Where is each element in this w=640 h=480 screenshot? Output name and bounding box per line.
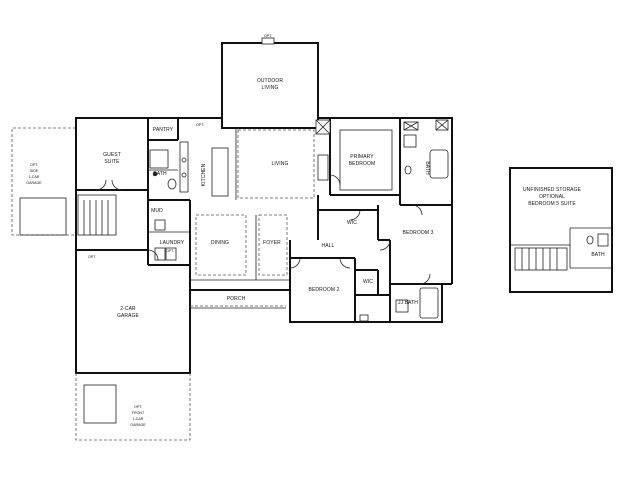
label-side-garage-2: SIDE: [30, 169, 39, 173]
side-garage-area: [11, 127, 76, 236]
room-labels: OPT. OUTDOOR LIVING PANTRY OPT. GUEST SU…: [26, 34, 605, 427]
interior-walls: [76, 118, 452, 322]
laundry-fixtures: [154, 219, 177, 261]
label-wic-bed2: WIC: [363, 279, 373, 285]
label-living: LIVING: [272, 161, 289, 167]
label-front-garage-1: OPT.: [134, 405, 142, 409]
label-bath-upper: BATH: [591, 252, 605, 258]
outdoor-living-area: [221, 37, 319, 118]
upper-floor-walls: [509, 167, 613, 293]
label-side-garage-3: 1-CAR: [29, 175, 40, 179]
label-laundry: LAUNDRY: [160, 240, 185, 246]
label-bedroom-3: BEDROOM 3: [403, 230, 434, 236]
label-guest-suite-2: SUITE: [104, 159, 120, 165]
label-front-garage-3: 1-CAR: [133, 417, 144, 421]
label-primary-bedroom-2: BEDROOM: [349, 161, 376, 167]
guest-bath-fixtures: [149, 149, 177, 190]
label-storage-2: OPTIONAL: [539, 194, 565, 200]
dining-table-outline: [195, 214, 247, 276]
label-side-garage-1: OPT.: [30, 163, 38, 167]
label-2car-garage-1: 2-CAR: [120, 306, 136, 312]
label-pantry: PANTRY: [153, 127, 174, 133]
label-mud: MUD: [151, 208, 163, 214]
stairs-main: [77, 194, 117, 236]
label-guest-suite-1: GUEST: [103, 152, 121, 158]
label-hall: HALL: [322, 243, 335, 249]
label-wic-primary: WIC: [347, 220, 357, 226]
label-guest-bath: BATH: [153, 171, 167, 177]
label-porch: PORCH: [227, 296, 246, 302]
jj-bath-fixtures: [359, 287, 439, 322]
label-2car-garage-2: GARAGE: [117, 313, 140, 319]
label-bedroom-2: BEDROOM 2: [309, 287, 340, 293]
primary-bath-fixtures: [403, 119, 449, 179]
opt-tag-laundry: OPT.: [166, 249, 174, 253]
front-garage-area: [75, 373, 191, 441]
label-foyer: FOYER: [263, 240, 281, 246]
label-jj-bath: JJ BATH: [398, 300, 418, 306]
label-storage-1: UNFINISHED STORAGE: [523, 187, 582, 193]
primary-bed-outline: [339, 129, 393, 191]
kitchen-island: [211, 147, 229, 197]
opt-tag-top: OPT.: [264, 34, 272, 38]
label-outdoor-living-1: OUTDOOR: [257, 78, 284, 84]
door-swings: [95, 174, 431, 285]
label-front-garage-2: FRONT: [132, 411, 145, 415]
label-primary-bath: BATH: [424, 161, 430, 175]
kitchen-fixtures: [179, 141, 229, 197]
label-kitchen: KITCHEN: [201, 163, 207, 186]
label-side-garage-4: GARAGE: [26, 181, 42, 185]
fireplace-icon: [261, 37, 275, 45]
living-fixtures: [315, 119, 331, 181]
living-outline: [237, 129, 315, 199]
label-primary-bedroom-1: PRIMARY: [350, 154, 374, 160]
porch-area: [190, 305, 286, 309]
label-outdoor-living-2: LIVING: [262, 85, 279, 91]
foyer-outline: [258, 214, 288, 276]
label-storage-3: BEDROOM 5 SUITE: [528, 201, 576, 207]
opt-tag-pantry: OPT.: [196, 123, 204, 127]
opt-tag-garage: OPT.: [88, 255, 96, 259]
label-front-garage-4: GARAGE: [130, 423, 146, 427]
label-dining: DINING: [211, 240, 229, 246]
